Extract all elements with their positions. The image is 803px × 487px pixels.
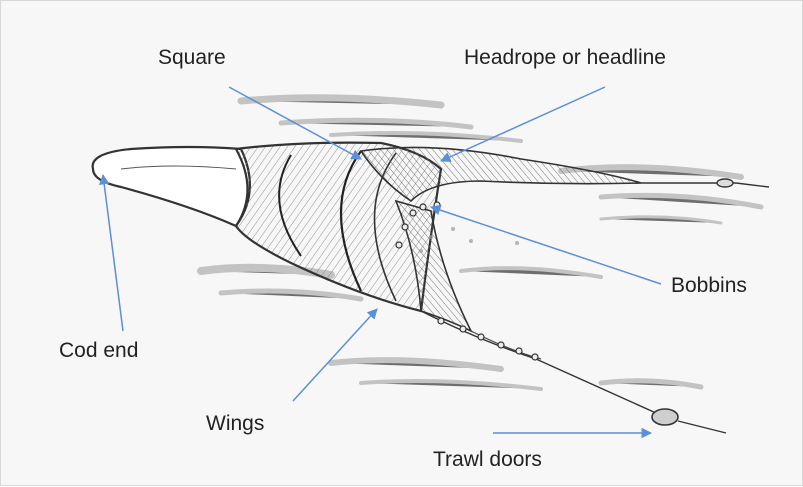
wings-pointer: [293, 309, 377, 401]
label-wings: Wings: [206, 413, 264, 434]
trawl-door-shape: [652, 409, 678, 425]
cod-end-pointer: [103, 175, 123, 331]
cod-end-shape: [93, 147, 250, 226]
label-square: Square: [158, 47, 226, 68]
label-bobbins: Bobbins: [671, 275, 747, 296]
label-headrope: Headrope or headline: [464, 47, 666, 68]
label-trawl-doors: Trawl doors: [433, 449, 542, 470]
label-cod-end: Cod end: [59, 340, 138, 361]
upper-wing-shape: [361, 147, 641, 201]
trawl-net: [93, 143, 769, 433]
